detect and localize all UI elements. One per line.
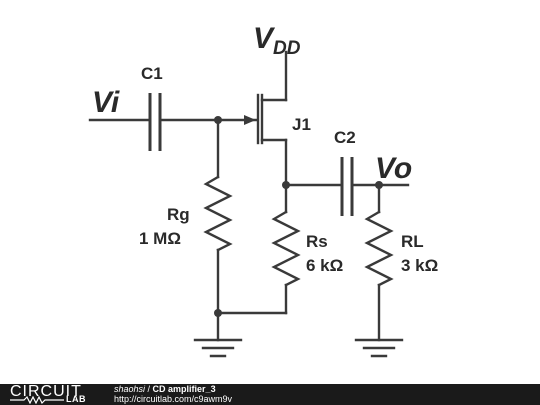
rg-resistor bbox=[203, 175, 233, 252]
rs-value-label: 6 kΩ bbox=[306, 256, 343, 275]
circuit-meta: shaohsi / CD amplifier_3 http://circuitl… bbox=[114, 384, 232, 404]
ground-junction-dot bbox=[214, 309, 222, 317]
rs-resistor bbox=[271, 210, 301, 287]
logo-sub-text: LAB bbox=[66, 394, 86, 404]
rl-resistor bbox=[364, 210, 394, 287]
rs-name-label: Rs bbox=[306, 232, 328, 251]
circuit-title[interactable]: CD amplifier_3 bbox=[152, 384, 216, 394]
rg-name-label: Rg bbox=[167, 205, 190, 224]
byline-separator: / bbox=[145, 384, 153, 394]
resistor-squiggle-icon bbox=[10, 396, 64, 404]
circuitlab-logo[interactable]: CIRCUIT LAB bbox=[10, 383, 110, 405]
circuit-byline: shaohsi / CD amplifier_3 bbox=[114, 384, 232, 394]
rl-name-label: RL bbox=[401, 232, 424, 251]
rg-value-label: 1 MΩ bbox=[139, 229, 181, 248]
rl-value-label: 3 kΩ bbox=[401, 256, 438, 275]
c2-label: C2 bbox=[334, 128, 356, 147]
vo-label: Vo bbox=[375, 152, 412, 185]
vi-label: Vi bbox=[92, 86, 120, 119]
logo-text: CIRCUIT bbox=[10, 383, 82, 400]
vdd-label: VDD bbox=[253, 22, 301, 59]
c1-label: C1 bbox=[141, 64, 163, 83]
ground-icon bbox=[193, 338, 243, 358]
ground-icon bbox=[354, 338, 404, 358]
gate-arrow-icon bbox=[244, 115, 256, 125]
author-name[interactable]: shaohsi bbox=[114, 384, 146, 394]
vdd-subscript: DD bbox=[273, 38, 301, 59]
circuit-schematic: VDD Vi Vo C1 C2 J1 Rg 1 MΩ Rs 6 kΩ RL 3 … bbox=[88, 22, 438, 358]
circuit-url[interactable]: http://circuitlab.com/c9awm9v bbox=[114, 394, 233, 404]
footer-bar: CIRCUIT LAB shaohsi / CD amplifier_3 htt… bbox=[0, 383, 540, 405]
j1-label: J1 bbox=[292, 115, 311, 134]
